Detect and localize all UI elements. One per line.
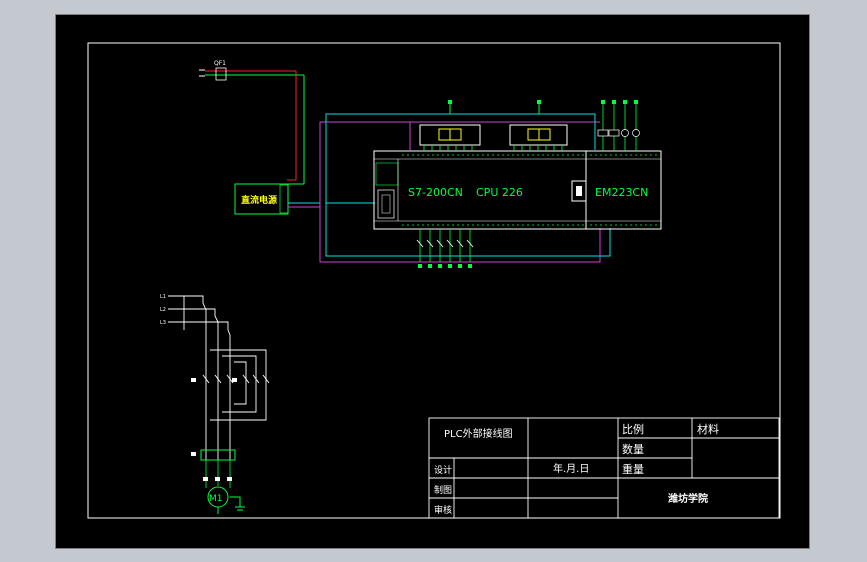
out-coil-2: [608, 129, 620, 137]
fr-label-block: [191, 452, 196, 456]
motor-label: M1: [209, 494, 223, 504]
relay-2-legs: [513, 145, 563, 151]
phase-label-l2: L2: [160, 307, 166, 313]
km2-label-block: [232, 378, 237, 382]
title-drawing-name: PLC外部接线图: [444, 427, 513, 440]
relay-box-1: [419, 124, 481, 146]
drawing-sheet: [55, 14, 810, 549]
out-coil-1: [597, 129, 609, 137]
relay-block-2: [509, 100, 568, 151]
bus-wiring: [319, 113, 611, 263]
breaker-label: QF1: [214, 60, 226, 67]
em-connector: [571, 180, 587, 202]
power-supply-terminals: [279, 184, 289, 214]
out-terminal-3: [623, 100, 627, 104]
out-terminal-4: [634, 100, 638, 104]
ground-lead: [230, 496, 241, 507]
em-connector-pin: [576, 186, 582, 196]
title-weight: 重量: [622, 462, 644, 476]
power-supply-label: 直流电源: [241, 194, 277, 206]
relay-box-2: [509, 124, 568, 146]
title-review: 审核: [434, 504, 452, 516]
em-model-label: EM223CN: [595, 186, 648, 199]
cyan-bus-bottom: [325, 203, 611, 257]
plc-model-label: S7-200CN: [408, 186, 463, 199]
title-design: 设计: [434, 464, 452, 476]
title-draft: 制图: [434, 484, 452, 496]
plc-port-inner: [381, 194, 391, 214]
phase-label-l3: L3: [160, 320, 166, 326]
relay-1-legs: [423, 145, 473, 151]
input-switches: [416, 229, 474, 268]
relay-2-terminal: [537, 100, 541, 104]
plc-s7-200: S7-200CN CPU 226: [373, 150, 587, 230]
output-indicators: [597, 100, 640, 151]
cyan-bus-top: [325, 113, 596, 203]
plc-port: [377, 189, 395, 219]
title-quantity: 数量: [622, 443, 644, 456]
plc-led-panel: [375, 162, 399, 186]
title-school: 潍坊学院: [668, 492, 708, 505]
breaker-qf1: QF1: [199, 60, 305, 185]
magenta-bus-top: [319, 121, 411, 207]
title-material: 材料: [697, 422, 719, 436]
out-terminal-1: [601, 100, 605, 104]
title-scale: 比例: [622, 422, 644, 436]
motor-circuit: L1 L2 L3: [160, 294, 270, 514]
out-terminal-2: [612, 100, 616, 104]
out-lamp-1: [621, 129, 629, 137]
km1-label-block: [191, 378, 196, 382]
plc-cpu-label: CPU 226: [476, 186, 523, 199]
out-lamp-2: [632, 129, 640, 137]
dc-power-supply: 直流电源: [234, 183, 320, 215]
breaker-body: [215, 67, 227, 81]
expansion-em223: EM223CN: [571, 150, 662, 230]
title-date: 年.月.日: [553, 462, 589, 475]
title-block: [428, 417, 780, 519]
relay-1-terminal: [448, 100, 452, 104]
relay-block-1: [419, 100, 481, 151]
phase-label-l1: L1: [160, 294, 166, 300]
